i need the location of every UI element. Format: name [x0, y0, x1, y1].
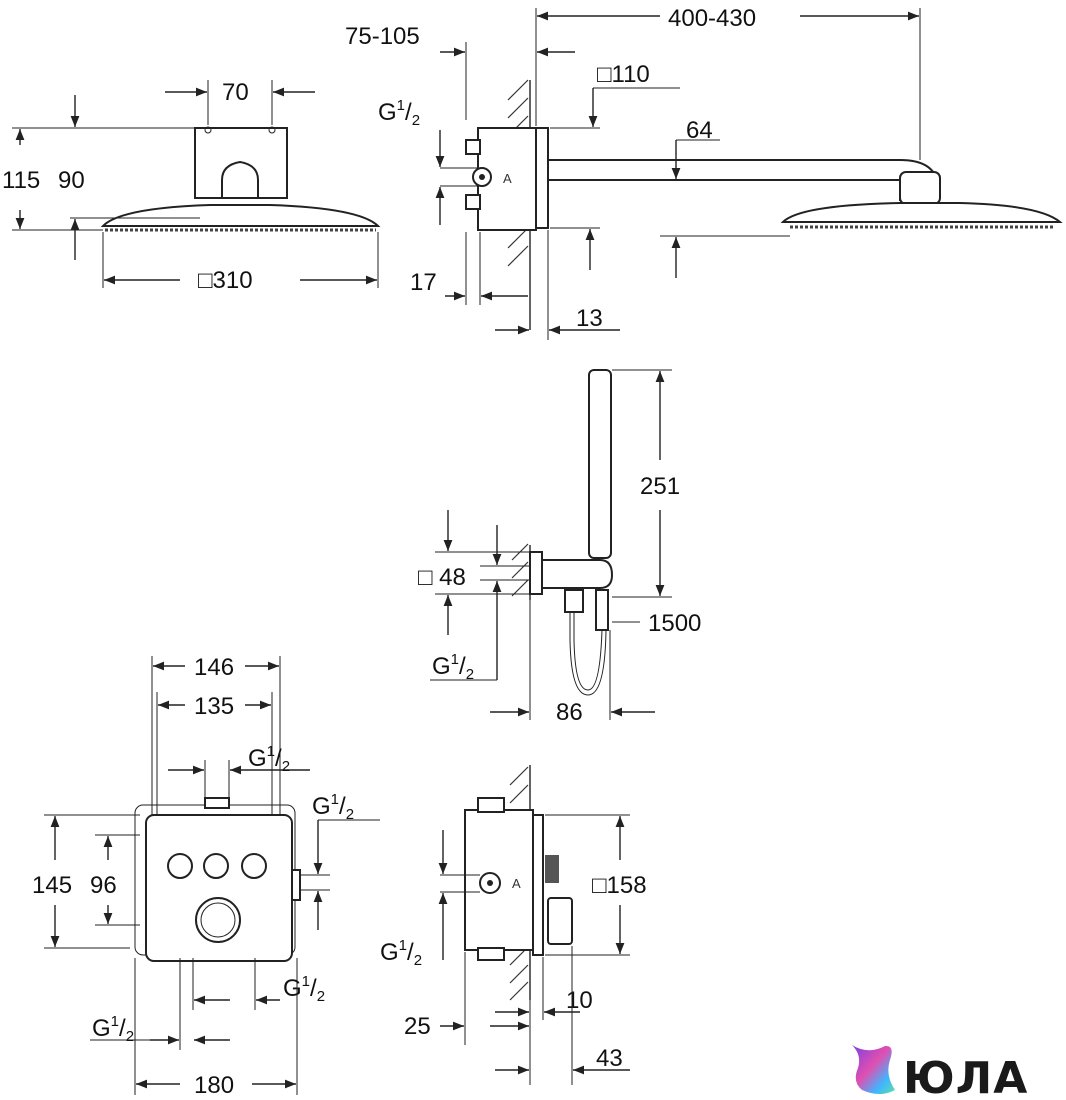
dim-135: 135 [194, 693, 234, 720]
dim-251: 251 [640, 473, 680, 500]
dim-400-430: 400-430 [668, 5, 756, 32]
dim-110: □110 [597, 61, 650, 88]
svg-text:A: A [512, 876, 521, 891]
dim-43: 43 [596, 1045, 623, 1072]
hose-nut [564, 589, 584, 613]
yula-logo: ЮЛА [852, 1045, 1028, 1100]
dim-75-105: 75-105 [345, 23, 420, 50]
logo-text: ЮЛА [903, 1053, 1028, 1100]
dim-180: 180 [194, 1072, 234, 1099]
thermostat-knob [195, 897, 241, 943]
dim-64: 64 [686, 117, 713, 144]
thread-g-mixer: G1/2 [380, 937, 422, 969]
thread-g-bottom-left: G1/2 [92, 1013, 134, 1045]
dim-310: □310 [198, 267, 253, 294]
shower-head-plate [100, 204, 381, 227]
dim-115: 115 [2, 167, 40, 194]
mixer-side-view: A □158 G1/2 25 10 43 [380, 765, 647, 1085]
thread-g-bottom-right: G1/2 [283, 973, 325, 1005]
dim-17: 17 [410, 269, 437, 296]
arm-connector [221, 160, 259, 199]
wall-flange [535, 127, 549, 229]
dim-25: 25 [404, 1013, 431, 1040]
side-shower-head [780, 202, 1063, 223]
dim-70: 70 [222, 79, 249, 106]
valve-button-3 [241, 853, 267, 879]
dim-1500: 1500 [648, 610, 701, 637]
thread-g-top: G1/2 [248, 743, 290, 775]
mixer-faceplate-side [532, 814, 544, 956]
mixer-front-view: 146 135 G1/2 G1/2 145 96 G1/2 [32, 654, 380, 1099]
thermostat-knob-side [547, 897, 573, 945]
thread-g-hand: G1/2 [432, 651, 474, 683]
dim-158: □158 [592, 872, 647, 899]
dim-96: 96 [90, 872, 117, 899]
svg-text:A: A [503, 171, 512, 186]
wall-outlet-plate [529, 551, 543, 595]
hand-shower-view: 251 □ 48 G1/2 1500 86 [418, 369, 701, 726]
dim-86: 86 [556, 699, 583, 726]
dim-145: 145 [32, 872, 72, 899]
dim-10: 10 [566, 987, 593, 1014]
top-outlet [204, 797, 230, 809]
hand-shower-holder [541, 559, 614, 589]
thread-g-head: G1/2 [378, 97, 420, 129]
hand-shower [588, 369, 612, 559]
head-shower-side-view: A 75-105 400-430 □110 64 G1/2 [345, 5, 1063, 340]
logo-icon [852, 1045, 895, 1094]
dim-146: 146 [194, 654, 234, 681]
dim-13: 13 [576, 305, 603, 332]
thread-g-right: G1/2 [312, 791, 354, 823]
head-shower-front-view: 70 115 90 □310 [2, 79, 381, 294]
valve-button-2 [203, 853, 229, 879]
valve-button-1 [167, 853, 193, 879]
dim-90: 90 [58, 167, 85, 194]
button-side-knurl [545, 855, 559, 883]
dim-48: □ 48 [418, 564, 466, 591]
